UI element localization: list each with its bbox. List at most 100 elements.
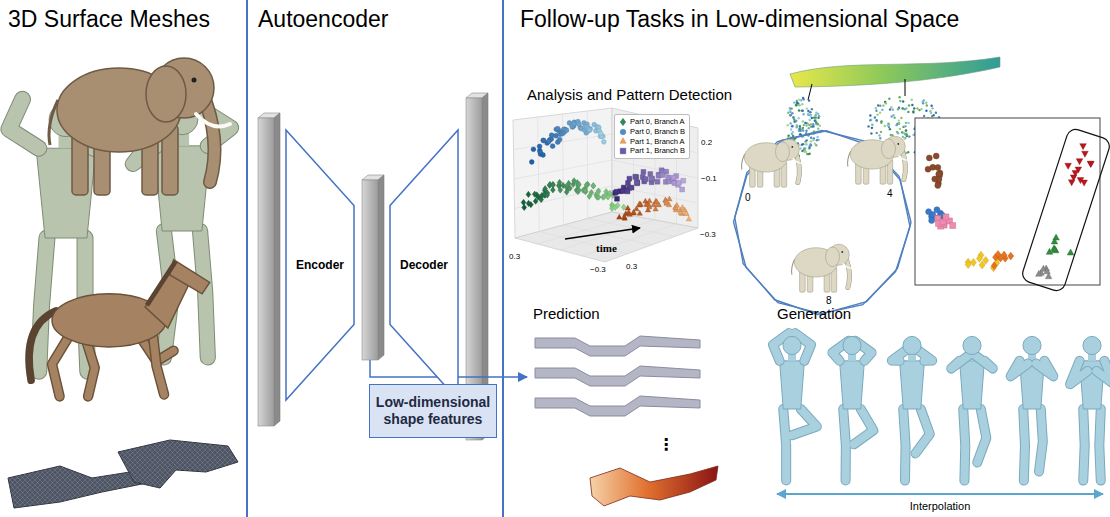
cloud-point — [905, 129, 907, 131]
axis-tick: 0.2 — [701, 138, 712, 147]
cloud-point — [799, 127, 801, 129]
interpolation-arrow — [777, 493, 1103, 495]
legend-marker — [619, 128, 627, 136]
human-torso — [960, 361, 985, 409]
encoder-trapezoid: Encoder — [286, 130, 354, 400]
cloud-point — [791, 125, 793, 127]
cloud-point — [925, 110, 927, 112]
elephant-eye — [897, 143, 899, 145]
human-limb — [792, 409, 817, 435]
legend-entry: Part 1, Branch B — [619, 146, 685, 156]
human-limb — [1036, 361, 1053, 376]
scatter-point — [539, 196, 544, 202]
cloud-point — [931, 115, 933, 117]
scatter-point — [934, 207, 940, 213]
cloud-point — [892, 114, 894, 116]
human-limb — [916, 409, 930, 453]
scatter-point — [1076, 159, 1083, 165]
human-figure — [892, 336, 932, 480]
cloud-point — [802, 109, 804, 111]
scatter-point — [584, 182, 589, 188]
scatter-point — [545, 192, 550, 198]
node-label: Decoder — [400, 258, 448, 272]
mesh-gallery — [8, 58, 238, 508]
elephant-tusk — [196, 114, 230, 126]
decoder-trapezoid: Decoder — [390, 130, 458, 400]
cloud-point — [792, 131, 794, 133]
scatter-point — [1036, 270, 1043, 276]
scatter-point — [576, 181, 581, 187]
cloud-point — [930, 104, 932, 106]
cloud-point — [908, 104, 910, 106]
ellipsis-mark: ⋮ — [658, 436, 674, 454]
human-head — [963, 336, 981, 354]
scatter-point — [1044, 268, 1051, 274]
cloud-point — [925, 102, 927, 104]
scatter-point — [965, 261, 971, 269]
scatter-point — [558, 187, 563, 193]
cloud-point — [906, 135, 908, 137]
scatter-point — [626, 181, 631, 186]
human-head — [903, 336, 921, 354]
scatter-point — [538, 150, 543, 155]
scatter-point — [976, 255, 982, 263]
grid-line — [514, 160, 612, 179]
scatter-point — [671, 175, 676, 180]
cloud-point — [870, 132, 872, 134]
elephant-ear — [826, 247, 840, 267]
cloud-point — [912, 134, 914, 136]
human-head — [1023, 336, 1041, 354]
cloud-point — [878, 134, 880, 136]
cloud-point — [819, 125, 821, 127]
cloud-point — [893, 116, 895, 118]
scatter-point — [564, 128, 569, 133]
cloud-point — [875, 119, 877, 121]
cloud-point — [867, 125, 869, 127]
cloud-point — [796, 126, 798, 128]
cloud-point — [803, 124, 805, 126]
elephant-tusk — [843, 264, 855, 268]
cloud-point — [881, 109, 883, 111]
cloud-point — [908, 135, 910, 137]
cloud-point — [809, 119, 811, 121]
cloud-point — [798, 109, 800, 111]
scatter-point — [629, 185, 634, 190]
elephant-ear — [882, 139, 896, 159]
cloud-point — [907, 122, 909, 124]
generation-sequence — [773, 333, 1110, 494]
scatter-point — [537, 144, 542, 149]
elephant-figure — [792, 244, 855, 292]
cloud-point — [814, 120, 816, 122]
human-limb — [963, 409, 965, 481]
human-limb — [951, 356, 968, 369]
human-limb — [9, 99, 39, 148]
human-torso — [780, 361, 805, 409]
cloud-point — [807, 113, 809, 115]
cloud-point — [882, 104, 884, 106]
scatter-point — [979, 261, 985, 269]
cloud-point — [871, 127, 873, 129]
human-torso — [900, 361, 925, 409]
human-limb — [1096, 361, 1110, 384]
scatter-point — [587, 128, 592, 133]
human-head — [1083, 336, 1101, 354]
scatter-point — [606, 194, 611, 200]
scatter-point — [620, 129, 626, 135]
legend-marker — [619, 147, 627, 155]
scatter-point — [635, 181, 640, 186]
cloud-point — [808, 99, 810, 101]
cloud-point — [906, 134, 908, 136]
human-limb — [783, 409, 786, 481]
cloud-point — [791, 125, 793, 127]
scatter-point — [680, 205, 685, 210]
legend-marker — [619, 137, 627, 145]
grid-line — [612, 160, 698, 178]
cloud-point — [890, 134, 892, 136]
horse-figure — [29, 260, 210, 397]
cloud-point — [874, 116, 876, 118]
scatter-point — [648, 172, 653, 177]
cloud-point — [817, 139, 819, 141]
axis-label: Interpolation — [910, 500, 971, 513]
scatter-point — [615, 196, 620, 201]
grid-line — [515, 186, 613, 209]
